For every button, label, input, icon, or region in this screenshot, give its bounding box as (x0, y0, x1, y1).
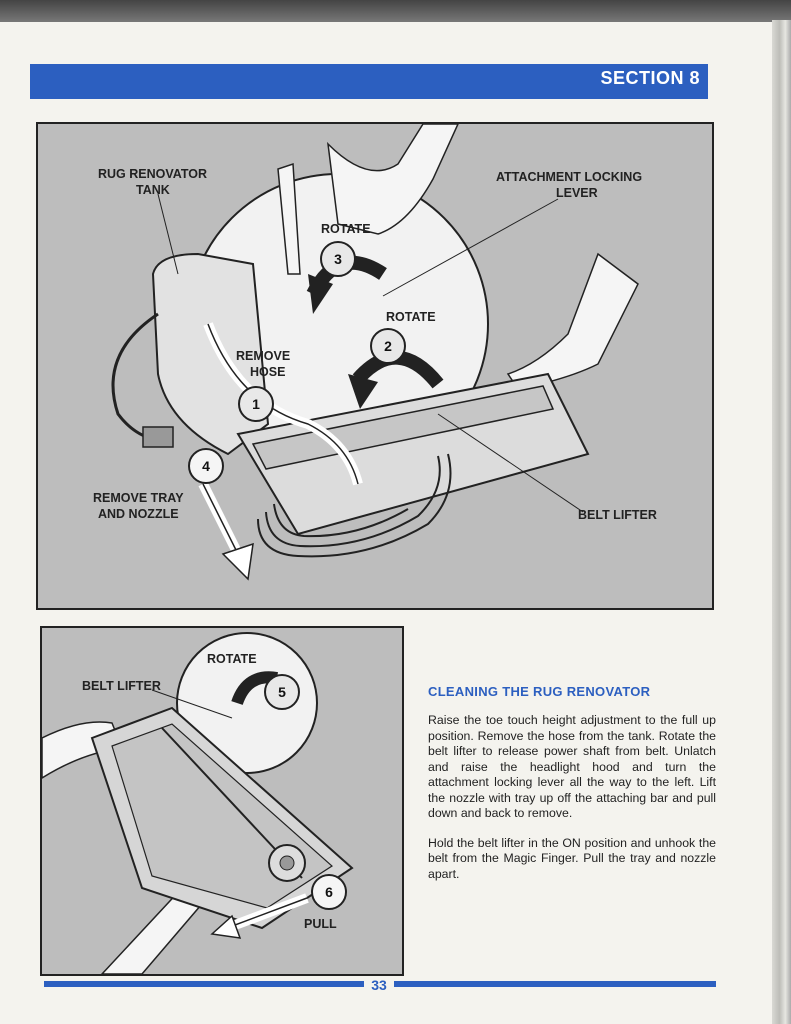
label-belt-lifter: BELT LIFTER (578, 508, 657, 522)
pull-arrow (226, 897, 308, 929)
instructions-paragraph-2: Hold the belt lifter in the ON position … (428, 835, 716, 881)
illustration-removal-steps: 3 2 1 4 RUG RENOVATOR TANK ATTACHMENT LO… (36, 122, 714, 610)
label-belt-lifter: BELT LIFTER (82, 679, 161, 693)
remove-tray-arrow (202, 483, 239, 555)
section-label: SECTION 8 (600, 68, 700, 88)
nozzle-illustration: 5 6 ROTATE BELT LIFTER PULL (42, 632, 354, 974)
svg-text:1: 1 (252, 396, 260, 412)
svg-text:5: 5 (278, 684, 286, 700)
svg-text:2: 2 (384, 338, 392, 354)
magnified-view-circle (176, 632, 318, 774)
label-rotate-2: ROTATE (386, 310, 436, 324)
label-pull: PULL (304, 917, 337, 931)
label-remove-tray-1: REMOVE TRAY (93, 491, 184, 505)
label-remove-hose-2: HOSE (250, 365, 285, 379)
label-remove-hose-1: REMOVE (236, 349, 290, 363)
step-1-circle: 1 (238, 386, 274, 422)
label-rug-renovator-tank-1: RUG RENOVATOR (98, 167, 207, 181)
vacuum-illustration: 3 2 1 4 RUG RENOVATOR TANK ATTACHMENT LO… (93, 124, 657, 581)
leader-lever (382, 198, 559, 297)
finger-shape (277, 162, 301, 275)
instructions-column: CLEANING THE RUG RENOVATOR Raise the toe… (428, 684, 716, 896)
section-header-bar: SECTION 8 (30, 64, 708, 99)
svg-text:6: 6 (325, 884, 333, 900)
label-remove-tray-2: AND NOZZLE (98, 507, 179, 521)
leader-belt-lifter (437, 413, 584, 513)
leader-belt-lifter (151, 689, 233, 719)
label-rug-renovator-tank-2: TANK (136, 183, 170, 197)
page-number: 33 (364, 976, 394, 994)
page-edge (772, 20, 791, 1024)
step-3-circle: 3 (320, 241, 356, 277)
label-attachment-locking-2: LEVER (556, 186, 598, 200)
step-5-circle: 5 (264, 674, 300, 710)
label-rotate: ROTATE (207, 652, 257, 666)
attaching-bar-shape (251, 385, 555, 470)
leader-tank (157, 193, 179, 275)
power-cord-shape (111, 312, 159, 441)
step-4-circle: 4 (188, 448, 224, 484)
hand-top-shape (326, 124, 459, 235)
step-2-circle: 2 (370, 328, 406, 364)
label-rotate-3: ROTATE (321, 222, 371, 236)
instructions-paragraph-1: Raise the toe touch height adjustment to… (428, 713, 716, 820)
hose-coil-shape (257, 453, 452, 558)
plug-shape (142, 426, 174, 448)
hand-right-shape (506, 252, 639, 390)
step-6-circle: 6 (311, 874, 347, 910)
illustration-unhook-belt: 5 6 ROTATE BELT LIFTER PULL (40, 626, 404, 976)
instructions-title: CLEANING THE RUG RENOVATOR (428, 684, 651, 699)
label-attachment-locking-1: ATTACHMENT LOCKING (496, 170, 642, 184)
svg-text:4: 4 (202, 458, 210, 474)
svg-text:3: 3 (334, 251, 342, 267)
remove-hose-arrow (207, 323, 359, 485)
